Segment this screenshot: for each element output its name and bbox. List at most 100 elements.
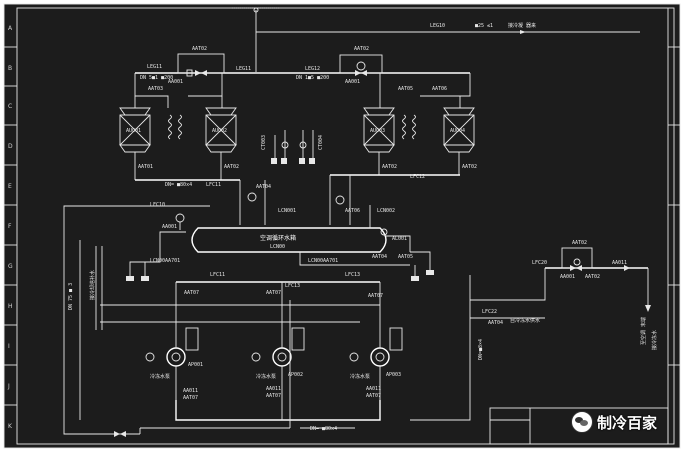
- pump-1-tag-2: AAT07: [183, 395, 198, 401]
- hx2-bottom-tag: AAT02: [224, 164, 239, 170]
- hdr-right-line: LEG12: [305, 66, 320, 72]
- feed-lfc11: LFC11: [210, 272, 225, 278]
- return-line-2: LFC12: [410, 174, 425, 180]
- row-letter-b: B: [8, 65, 12, 72]
- rm-line: LFC20: [532, 260, 547, 266]
- hdr-right-size: DN 1■5 ■200: [296, 75, 329, 81]
- row-letter-h: H: [8, 303, 13, 310]
- row-letter-d: D: [8, 143, 13, 150]
- return-size: DN= ■80x4: [165, 182, 192, 188]
- hx-unit-2: AUC02 AAT02: [205, 107, 239, 180]
- ph-lfc: LFC13: [285, 283, 300, 289]
- row-letter-c: C: [8, 103, 12, 110]
- hx1-bottom-tag: AAT01: [138, 164, 153, 170]
- inner-frame: [16, 7, 675, 445]
- instr-aat06: AAT06: [345, 208, 360, 214]
- return-header: DN= ■80x4 LFC11 LFC12 AAT04 AAT06 LCN001…: [135, 174, 460, 225]
- return-line: LFC11: [206, 182, 221, 188]
- row-ticks: [4, 46, 17, 406]
- row-letter-j: J: [7, 383, 10, 390]
- left-vertical-label-2: 接冷却塔补水: [89, 270, 96, 300]
- hx4-top-tag: AAT06: [432, 86, 447, 92]
- tank-left-tag: AA001: [162, 224, 177, 230]
- top-pipe-size: ■25 ≤1: [475, 23, 493, 29]
- hdr-right-tag-2: AA001: [345, 79, 360, 85]
- rm-dest: 至空调 末端: [640, 317, 647, 345]
- hdr-right-tag: AAT02: [354, 46, 369, 52]
- hx1-name: AUC01: [126, 128, 141, 134]
- instr-ct004: CT004: [318, 135, 324, 150]
- rm-tag-3: AAT02: [585, 274, 600, 280]
- top-line-code: LEG10: [430, 23, 445, 29]
- rm-lfc22-tag: AAT04: [488, 320, 503, 326]
- hdr-left-tag-2: AA001: [168, 79, 183, 85]
- left-vertical-label: DN 75 ■ 3: [68, 283, 74, 310]
- pump-2-tag: AA011: [266, 386, 281, 392]
- distribution-header: AAT02 AA001 DN 5■1 ■200 LEG11 LEG11 AAT0…: [135, 46, 470, 85]
- watermark: 制冷百家: [571, 410, 671, 434]
- row-letter-f: F: [8, 223, 12, 230]
- tank-right-tag: AAT04: [372, 254, 387, 260]
- ph-tag-2: AAT07: [266, 290, 281, 296]
- pump-3-name: 冷冻水泵: [350, 373, 370, 380]
- hx-unit-4: AUC04 AAT02: [443, 107, 477, 175]
- rm-dest-2: 接冷冻水: [651, 330, 658, 350]
- hx2-name: AUC02: [212, 128, 227, 134]
- pump-return: DN= ■80x4: [140, 300, 381, 432]
- pump-3-tag: AA011: [366, 386, 381, 392]
- instr-lcn002: LCN002: [377, 208, 395, 214]
- hx-unit-3: AUC03 AAT02: [363, 107, 397, 175]
- instr-lcn001: LCN001: [278, 208, 296, 214]
- pump-1-code: AP001: [188, 362, 203, 368]
- feed-lfc12: LFC13: [345, 272, 360, 278]
- wechat-logo-icon: [571, 411, 593, 433]
- hx1-top-tag: AAT03: [148, 86, 163, 92]
- pump-2: AP002 冷冻水泵 AA011 AAT07: [251, 327, 305, 400]
- row-letter-k: K: [8, 423, 13, 430]
- hx-branches: AAT03 AAT05 AAT06: [134, 73, 471, 108]
- title-block: [489, 407, 669, 445]
- instr-aat04: AAT04: [256, 184, 271, 190]
- pump-2-tag-2: AAT07: [266, 393, 281, 399]
- row-letter-i: I: [8, 343, 10, 350]
- top-supply-line: LEG10 ■25 ≤1 接冷凝 器来: [255, 10, 640, 72]
- tank-code: LCN00: [270, 244, 285, 250]
- feed-lfc10: LFC10: [150, 202, 165, 208]
- tank-name: 空调循环水箱: [260, 234, 296, 242]
- pump-3: AP003 冷冻水泵 AA011 AAT07: [349, 327, 403, 400]
- hx3-name: AUC03: [370, 128, 385, 134]
- water-tank: 空调循环水箱 LCN00 AA001 AL001 AAT04 AAT05: [159, 205, 434, 275]
- hx-unit-1: AUC01 AAT01: [119, 107, 153, 180]
- hx4-name: AUC04: [450, 128, 465, 134]
- hx3-top-tag: AAT05: [398, 86, 413, 92]
- pump-header: AAT07 AAT07 AAT07 LFC13: [100, 281, 383, 335]
- hdr-left-size: DN 5■1 ■200: [140, 75, 173, 81]
- ph-tag-1: AAT07: [184, 290, 199, 296]
- hdr-left-tag: AAT02: [192, 46, 207, 52]
- watermark-text: 制冷百家: [597, 413, 658, 432]
- pump-1-tag: AA011: [183, 388, 198, 394]
- rm-tag: AAT02: [572, 240, 587, 246]
- hdr-left-line: LEG11: [236, 66, 251, 72]
- top-dest: 接冷凝 器来: [508, 22, 536, 29]
- rm-tag-4: AA011: [612, 260, 627, 266]
- rm-tag-2: AA001: [560, 274, 575, 280]
- hx4-bottom-tag: AAT02: [462, 164, 477, 170]
- pump-1-name: 冷冻水泵: [150, 373, 170, 380]
- hx3-bottom-tag: AAT02: [382, 164, 397, 170]
- feed-left-line: LCN00AA701: [150, 258, 180, 264]
- rm-lfc22-dest: 自冷冻水供水: [510, 317, 540, 324]
- row-letter-e: E: [8, 183, 12, 190]
- pump-2-code: AP002: [288, 372, 303, 378]
- pump-2-name: 冷冻水泵: [256, 373, 276, 380]
- outer-frame: [3, 3, 681, 449]
- right-ticks: [668, 46, 680, 366]
- feed-right-line: LCN00AA701: [308, 258, 338, 264]
- pump-3-code: AP003: [386, 372, 401, 378]
- rm-lfc22: LFC22: [482, 309, 497, 315]
- ph-tag-3: AAT07: [368, 293, 383, 299]
- tank-level: AL001: [392, 236, 407, 242]
- pump-3-tag-2: AAT07: [366, 393, 381, 399]
- bottom-line: DN= ■80x4: [310, 426, 337, 432]
